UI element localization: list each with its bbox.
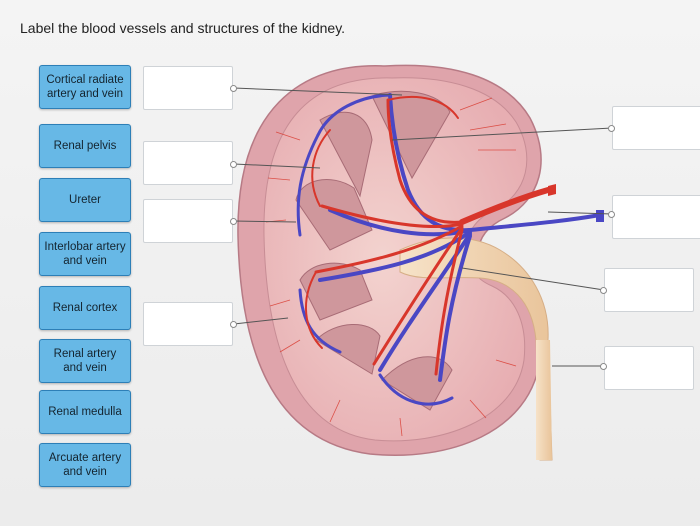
renal-vein bbox=[596, 210, 604, 222]
label-text: Ureter bbox=[69, 194, 101, 206]
label-text: Renal artery and vein bbox=[53, 348, 117, 374]
label-renal-artery-vein[interactable]: Renal artery and vein bbox=[39, 339, 131, 383]
drop-target-5[interactable] bbox=[612, 106, 700, 150]
connector-dot bbox=[230, 321, 237, 328]
label-text: Renal cortex bbox=[52, 302, 118, 314]
connector-dot bbox=[230, 161, 237, 168]
connector-dot bbox=[600, 287, 607, 294]
drop-target-3[interactable] bbox=[143, 199, 233, 243]
arteries bbox=[305, 95, 551, 376]
label-text: Renal pelvis bbox=[53, 140, 117, 152]
connector-dot bbox=[608, 211, 615, 218]
label-text: Renal medulla bbox=[48, 406, 122, 418]
question-prompt: Label the blood vessels and structures o… bbox=[20, 20, 346, 36]
drop-target-2[interactable] bbox=[143, 141, 233, 185]
label-renal-cortex[interactable]: Renal cortex bbox=[39, 286, 131, 330]
renal-medulla bbox=[295, 90, 453, 411]
veins bbox=[296, 93, 602, 406]
connector-dot bbox=[230, 85, 237, 92]
label-cortical-radiate[interactable]: Cortical radiate artery and vein bbox=[39, 65, 131, 109]
label-text: Interlobar artery and vein bbox=[44, 241, 126, 267]
drop-target-8[interactable] bbox=[604, 346, 694, 390]
drop-target-6[interactable] bbox=[612, 195, 700, 239]
label-renal-medulla[interactable]: Renal medulla bbox=[39, 390, 131, 434]
label-text: Cortical radiate artery and vein bbox=[46, 74, 124, 100]
connector-dot bbox=[600, 363, 607, 370]
leader-lines bbox=[233, 87, 613, 367]
drop-target-4[interactable] bbox=[143, 302, 233, 346]
drop-target-7[interactable] bbox=[604, 268, 694, 312]
ureter bbox=[536, 340, 552, 460]
label-text: Arcuate artery and vein bbox=[48, 452, 122, 478]
renal-artery bbox=[548, 184, 556, 196]
drop-target-1[interactable] bbox=[143, 66, 233, 110]
connector-dot bbox=[608, 125, 615, 132]
label-renal-pelvis[interactable]: Renal pelvis bbox=[39, 124, 131, 168]
label-arcuate[interactable]: Arcuate artery and vein bbox=[39, 443, 131, 487]
connector-dot bbox=[230, 218, 237, 225]
cortical-radiate-vessels bbox=[265, 97, 517, 437]
label-ureter[interactable]: Ureter bbox=[39, 178, 131, 222]
renal-cortex bbox=[263, 77, 528, 442]
label-interlobar[interactable]: Interlobar artery and vein bbox=[39, 232, 131, 276]
